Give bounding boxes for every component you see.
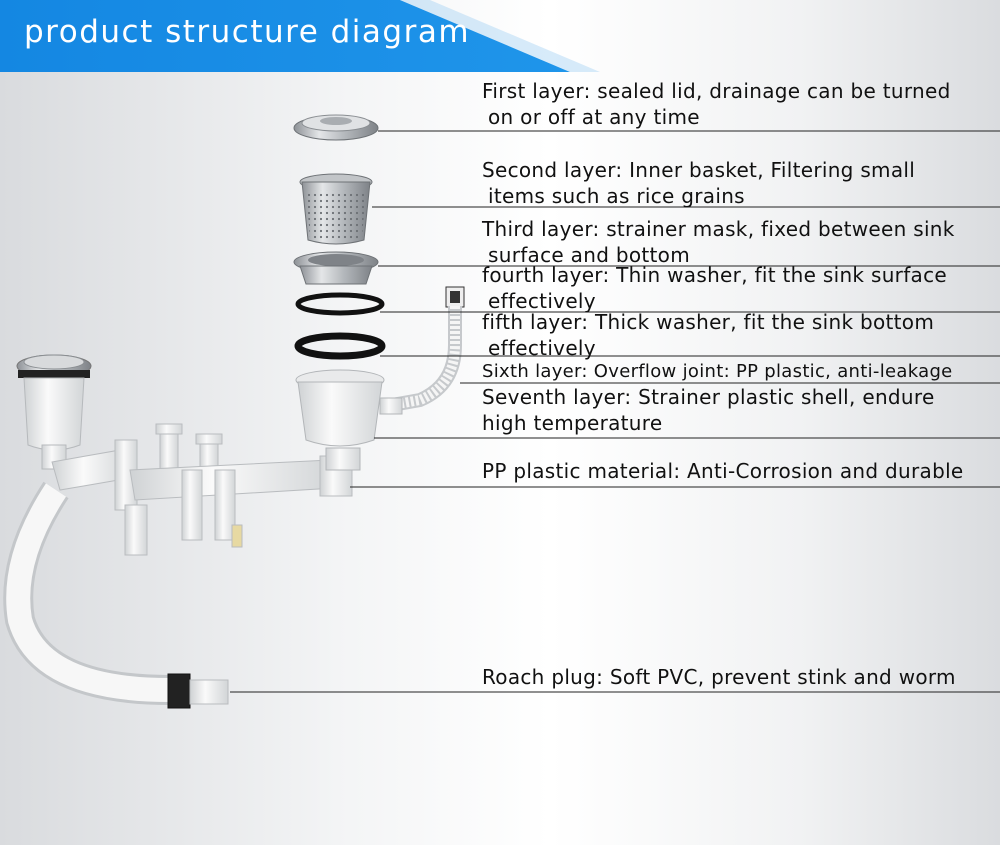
layer-inner-basket [299,173,373,245]
layer-strainer-shell [295,369,385,471]
label-seventh-layer: Seventh layer: Strainer plastic shell, e… [482,384,935,436]
drain-pipes [3,423,353,709]
layer-strainer-mask [293,251,379,285]
label-first-layer-line1: First layer: sealed lid, drainage can be… [482,79,951,103]
banner-blue-shape [0,0,570,72]
label-first-layer: First layer: sealed lid, drainage can be… [482,78,951,130]
label-fourth-layer-line1: fourth layer: Thin washer, fit the sink … [482,263,947,287]
layer-sealed-lid [293,114,379,141]
label-fifth-layer-line2: effectively [488,336,596,360]
label-second-layer-line1: Second layer: Inner basket, Filtering sm… [482,158,916,182]
label-roach-plug: Roach plug: Soft PVC, prevent stink and … [482,664,956,690]
label-second-layer: Second layer: Inner basket, Filtering sm… [482,157,915,209]
label-seventh-layer-line1: Seventh layer: Strainer plastic shell, e… [482,385,935,409]
page-title: product structure diagram [24,14,471,50]
label-sixth-layer: Sixth layer: Overflow joint: PP plastic,… [482,359,953,385]
label-first-layer-line2: on or off at any time [488,105,700,129]
header-banner [0,0,600,72]
left-strainer [16,354,92,470]
label-pp-material: PP plastic material: Anti-Corrosion and … [482,458,964,484]
label-fifth-layer: fifth layer: Thick washer, fit the sink … [482,309,934,361]
label-seventh-layer-line2: high temperature [482,411,663,435]
label-third-layer-line2: surface and bottom [488,243,690,267]
label-pp-material-line1: PP plastic material: Anti-Corrosion and … [482,459,964,483]
banner-accent-stripe [400,0,600,72]
label-fourth-layer: fourth layer: Thin washer, fit the sink … [482,262,947,314]
layer-thick-washer [294,332,386,360]
layer-thin-washer [295,292,385,316]
label-fourth-layer-line2: effectively [488,289,596,313]
label-second-layer-line2: items such as rice grains [488,184,745,208]
label-third-layer: Third layer: strainer mask, fixed betwee… [482,216,955,268]
label-fifth-layer-line1: fifth layer: Thick washer, fit the sink … [482,310,935,334]
layer-overflow-joint [379,286,465,415]
label-third-layer-line1: Third layer: strainer mask, fixed betwee… [482,217,955,241]
label-roach-plug-line1: Roach plug: Soft PVC, prevent stink and … [482,665,956,689]
leader-lines [230,130,1000,693]
label-sixth-layer-line1: Sixth layer: Overflow joint: PP plastic,… [482,361,953,382]
